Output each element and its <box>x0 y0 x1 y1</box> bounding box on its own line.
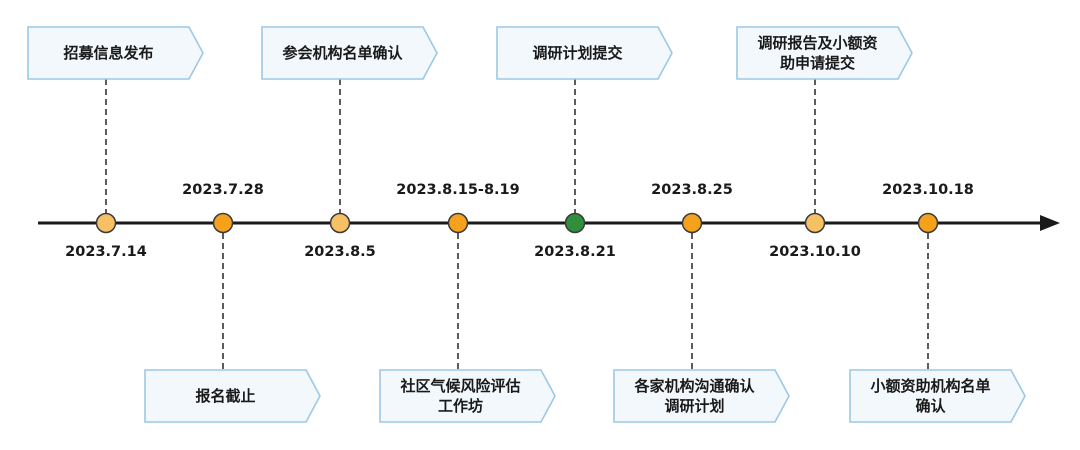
milestone-dot <box>917 212 939 234</box>
event-box <box>144 369 321 423</box>
milestone-dot <box>804 212 826 234</box>
milestone-dot <box>681 212 703 234</box>
timeline-arrow-icon <box>1040 215 1060 231</box>
event-box <box>849 369 1026 423</box>
event-label: 社区气候风险评估 工作坊 <box>400 376 521 415</box>
milestone-dot <box>212 212 234 234</box>
event-label: 参会机构名单确认 <box>282 43 403 62</box>
event-label: 招募信息发布 <box>63 43 154 62</box>
event-box <box>613 369 790 423</box>
event-label: 各家机构沟通确认 调研计划 <box>634 376 755 415</box>
date-label: 2023.7.14 <box>65 244 147 260</box>
event-label: 调研计划提交 <box>532 43 623 62</box>
date-label: 2023.10.10 <box>769 244 861 260</box>
milestone-dot <box>95 212 117 234</box>
event-box <box>261 26 438 80</box>
date-label: 2023.8.15-8.19 <box>396 182 520 198</box>
event-label: 小额资助机构名单 确认 <box>870 376 991 415</box>
date-label: 2023.8.5 <box>304 244 376 260</box>
event-box <box>736 26 913 80</box>
date-label: 2023.10.18 <box>882 182 974 198</box>
milestone-dot <box>329 212 351 234</box>
event-label: 调研报告及小额资 助申请提交 <box>757 33 878 72</box>
event-box <box>27 26 204 80</box>
date-label: 2023.8.25 <box>651 182 733 198</box>
event-box <box>379 369 556 423</box>
event-label: 报名截止 <box>195 386 256 405</box>
milestone-dot <box>564 212 586 234</box>
event-box <box>496 26 673 80</box>
milestone-dot <box>447 212 469 234</box>
date-label: 2023.8.21 <box>534 244 616 260</box>
date-label: 2023.7.28 <box>182 182 264 198</box>
